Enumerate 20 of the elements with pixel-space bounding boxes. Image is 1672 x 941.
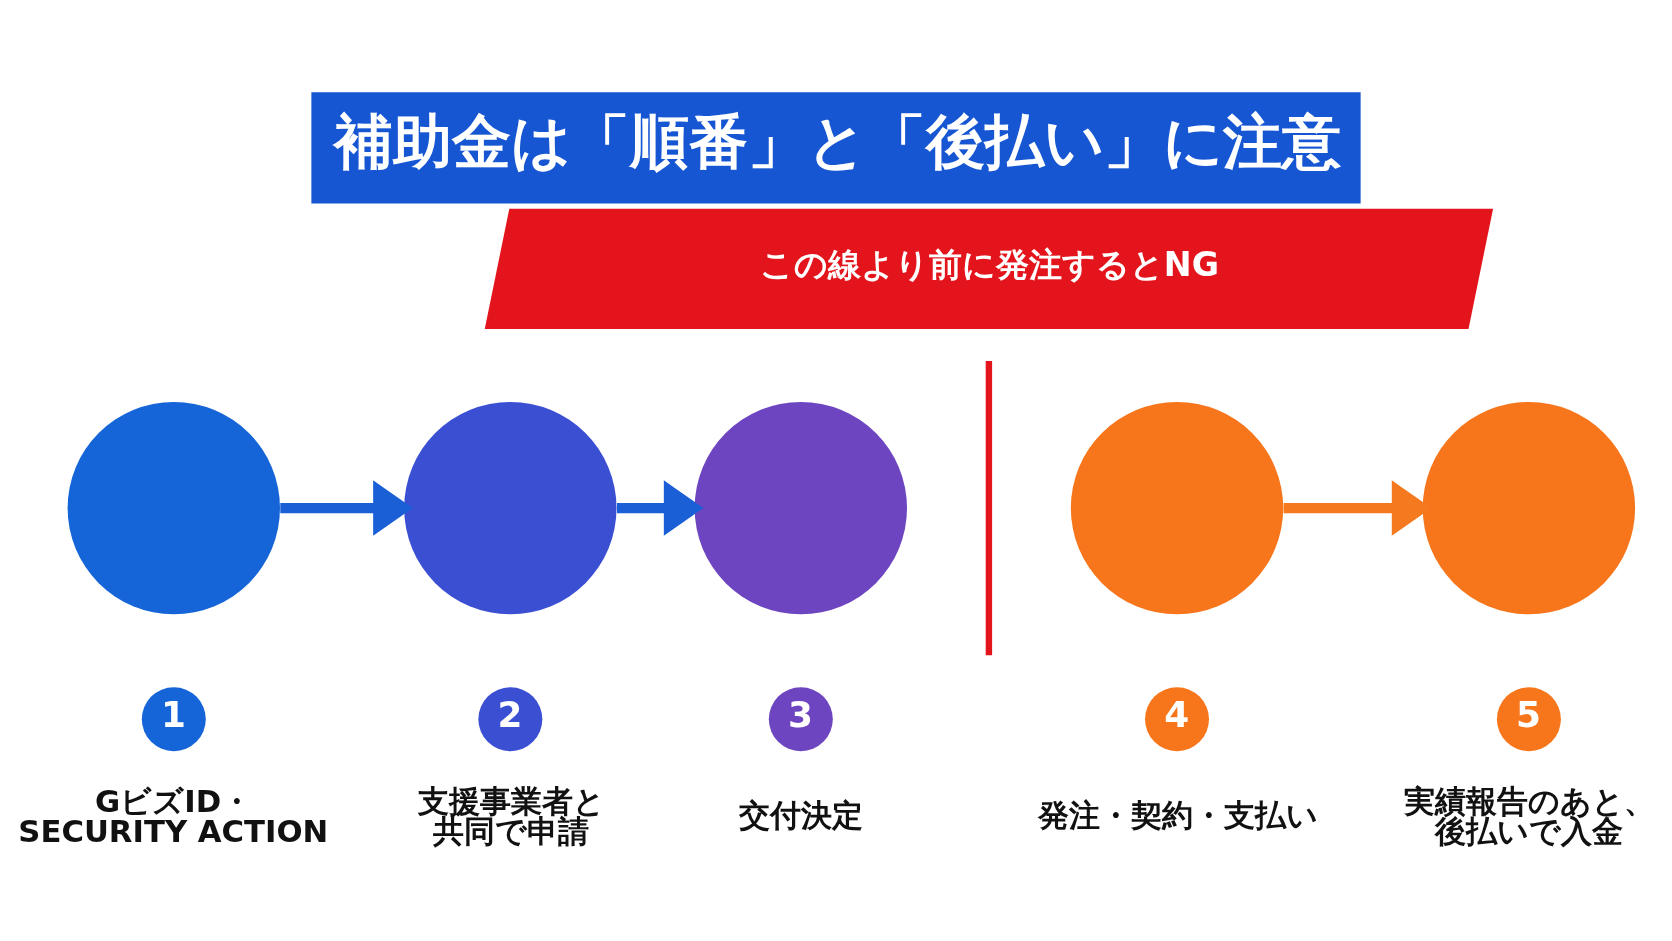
node-circle [1422, 401, 1636, 614]
node-circle [404, 401, 617, 614]
node-label: 実績報告のあと、後払いで入金 [1404, 782, 1656, 849]
node-box: この線より前に発注するとNG [484, 208, 1494, 329]
node-circle [1070, 401, 1284, 614]
node-circle [67, 401, 280, 614]
diagram-title: 補助金は「順番」と「後払い」に注意 [334, 106, 1342, 176]
node-label: 交付決定 [738, 796, 863, 833]
node-circle: 1 [141, 686, 206, 751]
node-circle: 3 [768, 686, 833, 751]
node-bar [985, 360, 993, 655]
arrow [280, 479, 413, 536]
node-label: 発注・契約・支払い [1038, 796, 1319, 833]
node-circle: 2 [478, 686, 543, 751]
node-label: GビズID・SECURITY ACTION [18, 782, 329, 849]
node-label: 支援事業者と共同で申請 [417, 782, 605, 849]
node-circle: 5 [1496, 686, 1561, 751]
node-circle [694, 401, 907, 614]
arrow [617, 479, 704, 536]
node-circle: 4 [1145, 686, 1209, 751]
